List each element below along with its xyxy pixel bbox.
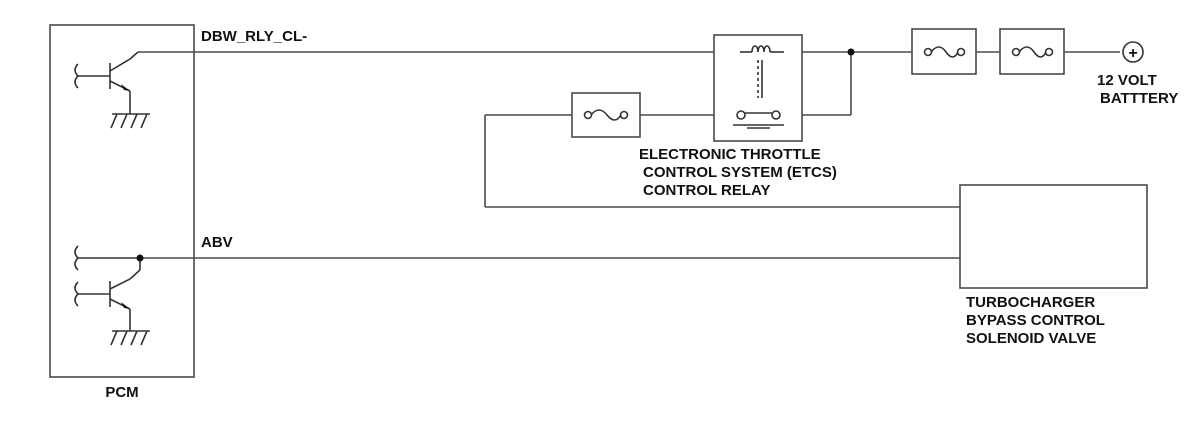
relay-label-line3: CONTROL RELAY <box>643 182 771 199</box>
pcm-module: PCM <box>49 24 195 401</box>
transistor-upper-icon <box>74 51 139 114</box>
battery-symbol: + <box>1128 45 1137 62</box>
relay-coil-icon <box>740 45 784 98</box>
junction-dot-abv <box>136 254 144 262</box>
battery-terminal-icon: + <box>1122 41 1144 63</box>
abv-signal-label: ABV <box>201 234 233 251</box>
battery-label-line1: 12 VOLT <box>1097 72 1157 89</box>
pcm-box <box>49 24 195 378</box>
transistor-lower-icon <box>74 245 141 331</box>
solenoid-label-line3: SOLENOID VALVE <box>966 330 1096 347</box>
etcs-relay <box>713 34 803 142</box>
ground-upper-icon <box>110 113 150 129</box>
junction-dot-battery <box>847 48 855 56</box>
dbw-signal-label: DBW_RLY_CL- <box>201 28 307 45</box>
relay-label-line1: ELECTRONIC THROTTLE <box>639 146 821 163</box>
pcm-label: PCM <box>105 384 138 401</box>
fuse-relay-output-icon <box>571 92 641 138</box>
fuse-battery-1-icon <box>911 28 977 75</box>
solenoid-valve-box <box>959 184 1148 289</box>
ground-lower-icon <box>110 330 150 346</box>
solenoid-label-line1: TURBOCHARGER <box>966 294 1095 311</box>
fuse-battery-2-icon <box>999 28 1065 75</box>
relay-switch-icon <box>733 110 784 129</box>
relay-box <box>713 34 803 142</box>
relay-label-line2: CONTROL SYSTEM (ETCS) <box>643 164 837 181</box>
battery-label-line2: BATTTERY <box>1100 90 1178 107</box>
solenoid-label-line2: BYPASS CONTROL <box>966 312 1105 329</box>
